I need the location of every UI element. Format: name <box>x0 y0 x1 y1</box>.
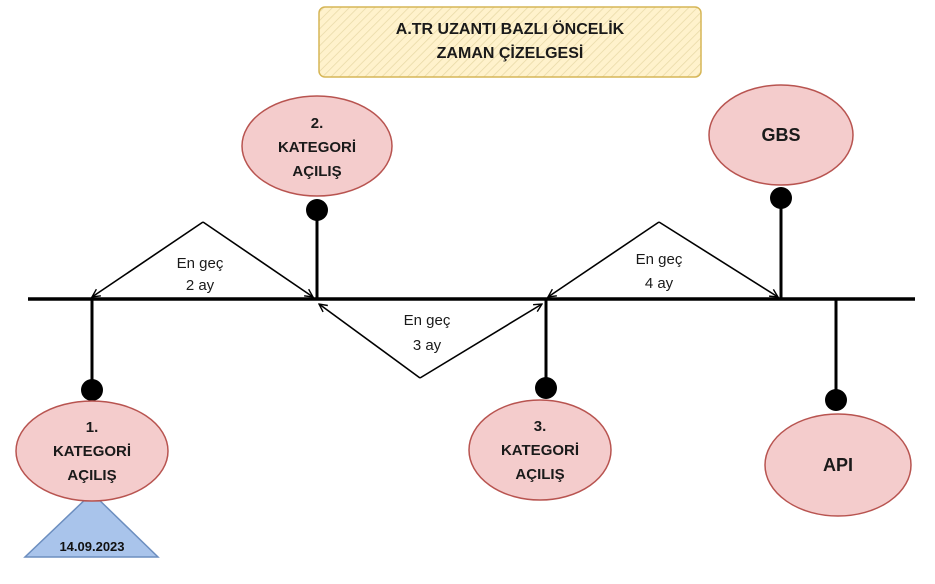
milestone-category-3: 3. KATEGORİ AÇILIŞ <box>468 299 612 501</box>
gbs-label: GBS <box>761 125 800 145</box>
interval-2: En geç 3 ay <box>319 304 542 379</box>
milestone-1-ellipse <box>15 400 169 502</box>
milestone-2-line-3: AÇILIŞ <box>292 163 341 180</box>
milestone-2-pin <box>306 199 328 221</box>
title-box: A.TR UZANTI BAZLI ÖNCELİK ZAMAN ÇİZELGES… <box>318 6 702 78</box>
milestone-1-line-3: AÇILIŞ <box>67 467 116 484</box>
milestone-3-pin <box>535 377 557 399</box>
milestone-2-line-2: KATEGORİ <box>278 139 356 156</box>
api-pin <box>825 389 847 411</box>
milestone-category-2: 2. KATEGORİ AÇILIŞ <box>241 95 393 299</box>
milestone-3-ellipse <box>468 399 612 501</box>
interval-3-label-line-2: 4 ay <box>645 275 674 292</box>
milestone-2-ellipse <box>241 95 393 197</box>
interval-2-label-line-2: 3 ay <box>413 337 442 354</box>
interval-1: En geç 2 ay <box>92 221 313 297</box>
milestone-3-line-2: KATEGORİ <box>501 442 579 459</box>
milestone-gbs: GBS <box>708 84 854 299</box>
interval-1-label-line-2: 2 ay <box>186 277 215 294</box>
interval-1-label-line-1: En geç <box>177 255 224 272</box>
start-date-label: 14.09.2023 <box>59 539 124 554</box>
start-date-marker <box>23 491 160 558</box>
milestone-3-line-1: 3. <box>534 418 547 435</box>
milestone-3-line-3: AÇILIŞ <box>515 466 564 483</box>
gbs-pin <box>770 187 792 209</box>
milestone-1-line-1: 1. <box>86 419 99 436</box>
api-ellipse <box>764 413 912 517</box>
gbs-ellipse <box>708 84 854 186</box>
interval-2-label-line-1: En geç <box>404 312 451 329</box>
milestone-1-line-2: KATEGORİ <box>53 443 131 460</box>
title-line-2: ZAMAN ÇİZELGESİ <box>437 44 584 62</box>
title-line-1: A.TR UZANTI BAZLI ÖNCELİK <box>396 19 625 38</box>
interval-3-label-line-1: En geç <box>636 251 683 268</box>
api-label: API <box>823 455 853 475</box>
interval-3: En geç 4 ay <box>548 221 778 297</box>
milestone-1-pin <box>81 379 103 401</box>
milestone-api: API <box>764 299 912 517</box>
milestone-2-line-1: 2. <box>311 115 324 132</box>
milestone-category-1: 1. KATEGORİ AÇILIŞ 14.09.2023 <box>15 299 169 558</box>
